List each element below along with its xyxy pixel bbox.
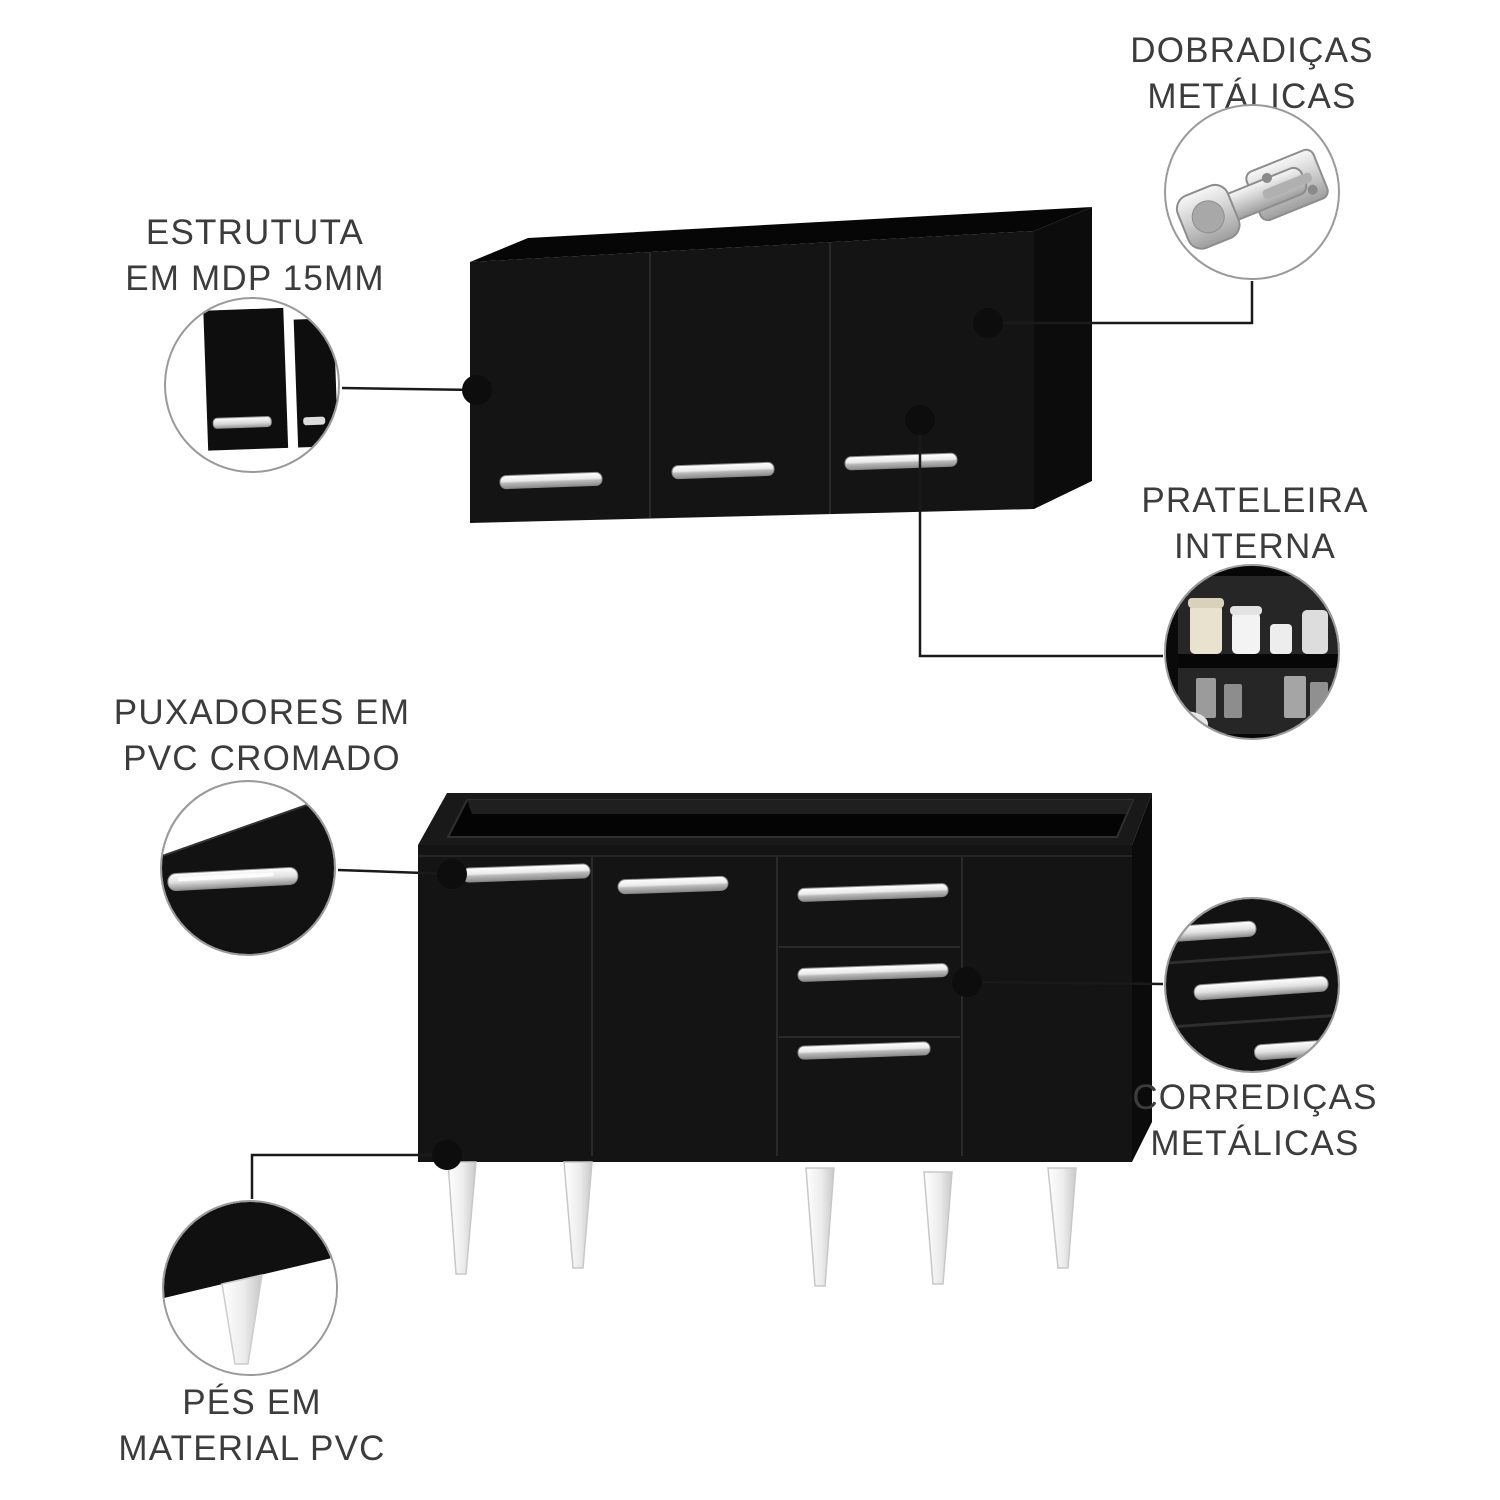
chrome-handle-icon bbox=[162, 782, 334, 954]
callout-label-structure: ESTRUTUTA EM MDP 15MM bbox=[125, 213, 385, 299]
wall-door-handle bbox=[844, 452, 958, 471]
callout-label-slides: CORREDIÇAS METÁLICAS bbox=[1132, 1078, 1378, 1164]
callout-line-hinges bbox=[988, 281, 1254, 325]
wall-cabinet-front-face bbox=[470, 231, 1034, 523]
callout-label-hinges: DOBRADIÇAS METÁLICAS bbox=[1130, 31, 1374, 117]
wall-door-handle bbox=[499, 471, 603, 490]
callout-line-shelf bbox=[918, 420, 1163, 658]
callout-dot-slides bbox=[952, 967, 982, 997]
callout-line-handles bbox=[337, 868, 453, 876]
callout-label-handles: PUXADORES EM PVC CROMADO bbox=[113, 693, 411, 779]
feet-callout-circle bbox=[162, 1200, 338, 1376]
wall-cabinet-top-face bbox=[470, 207, 1092, 262]
callout-line-slides bbox=[966, 980, 1164, 986]
shelf-callout-circle bbox=[1164, 564, 1340, 740]
wall-cabinet-side-face bbox=[1034, 207, 1092, 509]
base-cabinet-front-face bbox=[418, 845, 1132, 1162]
base-door-handle bbox=[617, 875, 729, 895]
hinge-icon bbox=[1175, 148, 1329, 250]
callout-dot-structure bbox=[462, 375, 492, 405]
callout-dot-handles bbox=[437, 859, 467, 889]
callout-dot-shelf bbox=[905, 405, 935, 435]
callout-label-shelf: PRATELEIRA INTERNA bbox=[1141, 481, 1369, 567]
wall-cabinet bbox=[470, 207, 1092, 523]
drawer-slides-icon bbox=[1166, 899, 1338, 1071]
pvc-foot bbox=[923, 1171, 953, 1285]
pvc-foot bbox=[1047, 1167, 1077, 1269]
drawer-handle bbox=[797, 963, 949, 982]
drawer-handle bbox=[797, 883, 949, 902]
pvc-foot bbox=[447, 1161, 477, 1275]
base-cabinet bbox=[418, 793, 1152, 1287]
drawer-handle bbox=[797, 1041, 931, 1060]
callout-line-structure bbox=[341, 386, 478, 392]
callout-dots bbox=[432, 308, 1003, 1170]
callout-label-feet: PÉS EM MATERIAL PVC bbox=[118, 1383, 386, 1469]
pvc-foot-icon bbox=[164, 1202, 336, 1374]
slides-callout-circle bbox=[1164, 897, 1340, 1073]
structure-callout-circle bbox=[164, 297, 340, 473]
hinge-callout-circle bbox=[1164, 104, 1340, 280]
mdp-panel-icon bbox=[203, 307, 338, 451]
callout-line-feet bbox=[250, 1153, 447, 1199]
base-cabinet-side-face bbox=[1132, 793, 1152, 1162]
pvc-foot bbox=[805, 1167, 835, 1287]
pvc-foot bbox=[563, 1161, 593, 1269]
wall-door-handle bbox=[671, 461, 775, 480]
base-cabinet-back-rail bbox=[467, 800, 1133, 814]
handle-callout-circle bbox=[160, 780, 336, 956]
callout-dot-feet bbox=[432, 1140, 462, 1170]
callout-dot-hinges bbox=[973, 308, 1003, 338]
internal-shelf-icon bbox=[1166, 566, 1338, 738]
callout-connectors bbox=[250, 281, 1254, 1199]
cabinet-feet bbox=[447, 1161, 1077, 1287]
